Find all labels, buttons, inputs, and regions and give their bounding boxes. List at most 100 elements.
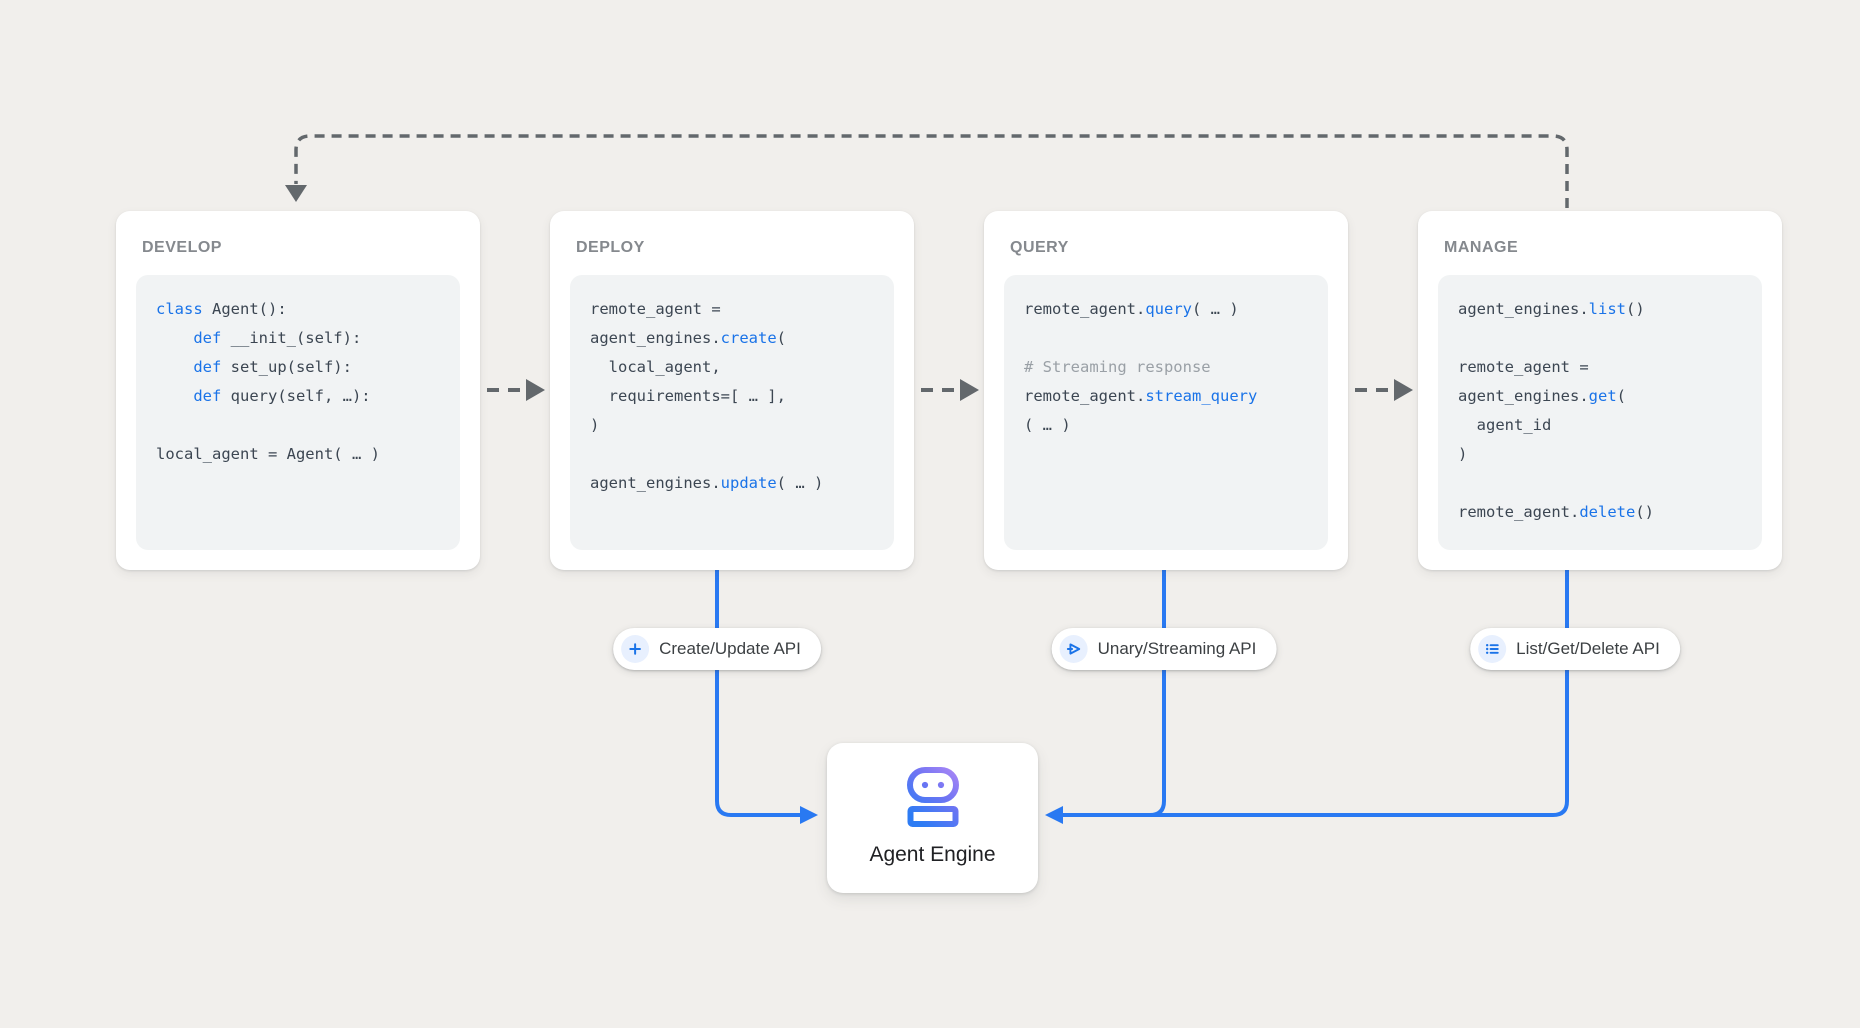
code-token: def — [193, 329, 231, 347]
arrowhead-into-manage — [1394, 379, 1413, 401]
card-title-develop: DEVELOP — [142, 239, 222, 256]
pill-label: Unary/Streaming API — [1097, 639, 1257, 658]
code-token: ( — [1616, 387, 1626, 405]
code-token: remote_agent. — [1458, 503, 1580, 521]
code-line: ) — [590, 411, 874, 440]
code-token: requirements=[ … ], — [590, 387, 786, 405]
code-line: ) — [1458, 440, 1742, 469]
agent-engine-label: Agent Engine — [869, 843, 996, 866]
code-token: ) — [590, 416, 600, 434]
code-token: ( … ) — [776, 474, 824, 492]
code-line: class Agent(): — [156, 295, 440, 324]
code-line: def query(self, …): — [156, 382, 440, 411]
code-line — [1458, 324, 1742, 353]
code-token: get — [1588, 387, 1617, 405]
manage-to-engine-wire — [1062, 570, 1569, 817]
feedback-loop-dashed-wire — [294, 134, 1569, 208]
code-line: agent_engines.get( — [1458, 382, 1742, 411]
code-token: ( … ) — [1192, 300, 1239, 318]
code-token: remote_agent. — [1024, 387, 1146, 405]
code-token: remote_agent. — [1024, 300, 1146, 318]
code-line — [156, 411, 440, 440]
code-token — [156, 358, 193, 376]
code-line: agent_engines.update( … ) — [590, 469, 874, 498]
code-token: def — [193, 387, 231, 405]
arrowhead-into-engine-left — [800, 806, 818, 824]
code-line: agent_engines.create( — [590, 324, 874, 353]
code-token: () — [1625, 300, 1645, 318]
code-token: delete — [1579, 503, 1636, 521]
card-title-manage: MANAGE — [1444, 239, 1519, 256]
plus-icon — [621, 635, 650, 663]
list-icon — [1478, 635, 1507, 663]
code-line: remote_agent = — [590, 295, 874, 324]
code-token: # Streaming response — [1024, 358, 1211, 376]
code-token: list — [1588, 300, 1626, 318]
code-token — [156, 387, 193, 405]
code-token: agent_engines. — [590, 329, 721, 347]
code-token: query(self, …): — [230, 387, 371, 405]
card-query: QUERY remote_agent.query( … ) # Streamin… — [984, 211, 1348, 570]
pill-unary-streaming-api: Unary/Streaming API — [1051, 628, 1277, 670]
card-title-deploy: DEPLOY — [576, 239, 645, 256]
code-line: local_agent = Agent( … ) — [156, 440, 440, 469]
code-token: ( … ) — [1024, 416, 1071, 434]
code-token: agent_engines. — [1458, 387, 1589, 405]
code-token: Agent(): — [212, 300, 287, 318]
code-token: agent_engines. — [590, 474, 721, 492]
card-title-query: QUERY — [1010, 239, 1069, 256]
code-token: () — [1635, 503, 1654, 521]
query-to-engine-wire — [1100, 570, 1166, 817]
card-deploy: DEPLOY remote_agent =agent_engines.creat… — [550, 211, 914, 570]
pill-list-get-delete-api: List/Get/Delete API — [1470, 628, 1680, 670]
code-token: __init_(self): — [230, 329, 362, 347]
code-token: class — [156, 300, 212, 318]
code-line: def set_up(self): — [156, 353, 440, 382]
code-line — [590, 440, 874, 469]
code-line: agent_id — [1458, 411, 1742, 440]
arrowhead-into-engine-right — [1045, 806, 1063, 824]
code-token: query — [1145, 300, 1192, 318]
code-token: create — [720, 329, 777, 347]
card-manage: MANAGE agent_engines.list() remote_agent… — [1418, 211, 1782, 570]
send-icon — [1059, 635, 1088, 663]
arrowhead-into-query — [960, 379, 979, 401]
arrowhead-into-develop — [285, 185, 307, 202]
agent-engine-box: Agent Engine — [827, 743, 1038, 893]
pill-label: Create/Update API — [659, 639, 801, 658]
code-line: local_agent, — [590, 353, 874, 382]
code-token: local_agent, — [590, 358, 721, 376]
code-token: def — [193, 358, 231, 376]
code-token: stream_query — [1145, 387, 1258, 405]
code-token: remote_agent = — [590, 300, 721, 318]
code-line: ( … ) — [1024, 411, 1308, 440]
pill-create-update-api: Create/Update API — [613, 628, 821, 670]
code-token: ) — [1458, 445, 1468, 463]
card-develop: DEVELOP class Agent(): def __init_(self)… — [116, 211, 480, 570]
code-token: agent_engines. — [1458, 300, 1589, 318]
code-token: set_up(self): — [230, 358, 352, 376]
code-block-query: remote_agent.query( … ) # Streaming resp… — [1004, 275, 1328, 550]
code-block-develop: class Agent(): def __init_(self): def se… — [136, 275, 460, 550]
code-token: agent_id — [1458, 416, 1552, 434]
code-token: remote_agent = — [1458, 358, 1589, 376]
code-line: def __init_(self): — [156, 324, 440, 353]
robot-icon — [906, 767, 959, 832]
code-line — [1458, 469, 1742, 498]
code-line: # Streaming response — [1024, 353, 1308, 382]
code-line — [1024, 324, 1308, 353]
code-token: ( — [776, 329, 786, 347]
code-line: remote_agent = — [1458, 353, 1742, 382]
arrowhead-into-deploy — [526, 379, 545, 401]
code-line: requirements=[ … ], — [590, 382, 874, 411]
code-block-deploy: remote_agent =agent_engines.create( loca… — [570, 275, 894, 550]
code-line: remote_agent.delete() — [1458, 498, 1742, 527]
deploy-to-engine-wire — [715, 570, 801, 817]
code-line: agent_engines.list() — [1458, 295, 1742, 324]
code-token — [156, 329, 193, 347]
code-token: update — [720, 474, 777, 492]
code-token: local_agent = Agent( … ) — [156, 445, 380, 463]
code-line: remote_agent.query( … ) — [1024, 295, 1308, 324]
